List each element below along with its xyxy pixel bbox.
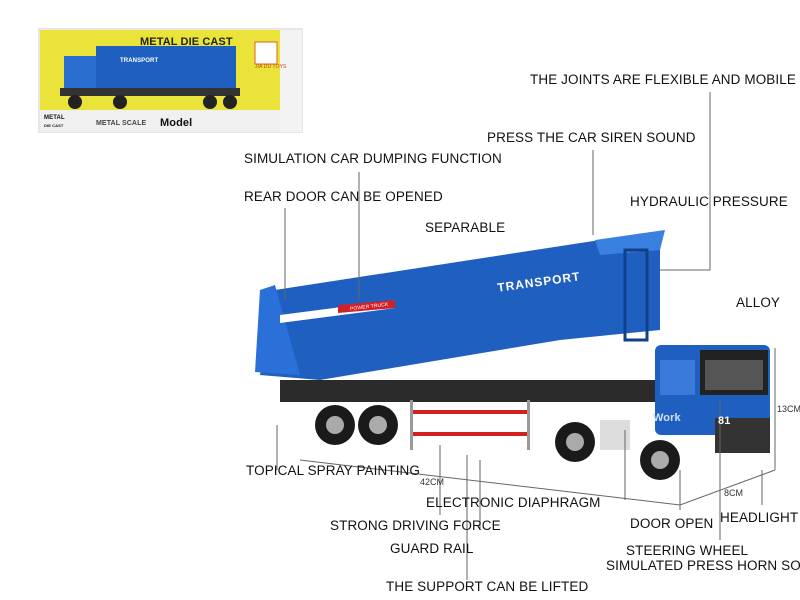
- label-spray: TOPICAL SPRAY PAINTING: [246, 463, 420, 478]
- label-support: THE SUPPORT CAN BE LIFTED: [386, 579, 589, 594]
- guard-rail: [410, 400, 530, 450]
- truck-cab: [600, 345, 770, 453]
- cab-number: 81: [718, 415, 731, 427]
- dimension-length: 42CM: [420, 477, 445, 487]
- label-separable: SEPARABLE: [425, 220, 506, 235]
- label-siren: PRESS THE CAR SIREN SOUND: [487, 130, 696, 145]
- box-badge-diecast: DIE CAST: [44, 123, 64, 128]
- label-steering: STEERING WHEEL: [626, 543, 749, 558]
- label-rear-door: REAR DOOR CAN BE OPENED: [244, 189, 443, 204]
- callout-lines: [276, 92, 776, 580]
- label-joints: THE JOINTS ARE FLEXIBLE AND MOBILE: [530, 72, 796, 87]
- label-headlight: HEADLIGHT: [720, 510, 799, 525]
- trailer-chassis: [280, 380, 660, 402]
- label-driving: STRONG DRIVING FORCE: [330, 518, 501, 533]
- product-box: [38, 28, 303, 133]
- label-horn: SIMULATED PRESS HORN SOUND: [606, 558, 800, 573]
- box-scale-text: METAL SCALE: [96, 120, 147, 127]
- label-diaphragm: ELECTRONIC DIAPHRAGM: [426, 495, 601, 510]
- dump-body: [255, 230, 665, 380]
- box-model-text: Model: [160, 117, 193, 129]
- box-brand: JIA DU TOYS: [255, 64, 287, 70]
- label-dumping: SIMULATION CAR DUMPING FUNCTION: [244, 151, 502, 166]
- box-header-text: METAL DIE CAST: [140, 36, 233, 48]
- wheels: [315, 405, 680, 480]
- dimension-width: 8CM: [724, 488, 744, 498]
- cab-text: Work: [653, 412, 681, 424]
- label-hydraulic: HYDRAULIC PRESSURE: [630, 194, 788, 209]
- label-door-open: DOOR OPEN: [630, 516, 714, 531]
- box-truck-text: TRANSPORT: [120, 58, 159, 64]
- dimension-height: 13CM: [777, 404, 800, 414]
- label-alloy: ALLOY: [736, 295, 781, 310]
- box-badge-metal: METAL: [44, 115, 65, 121]
- label-guard-rail: GUARD RAIL: [390, 541, 474, 556]
